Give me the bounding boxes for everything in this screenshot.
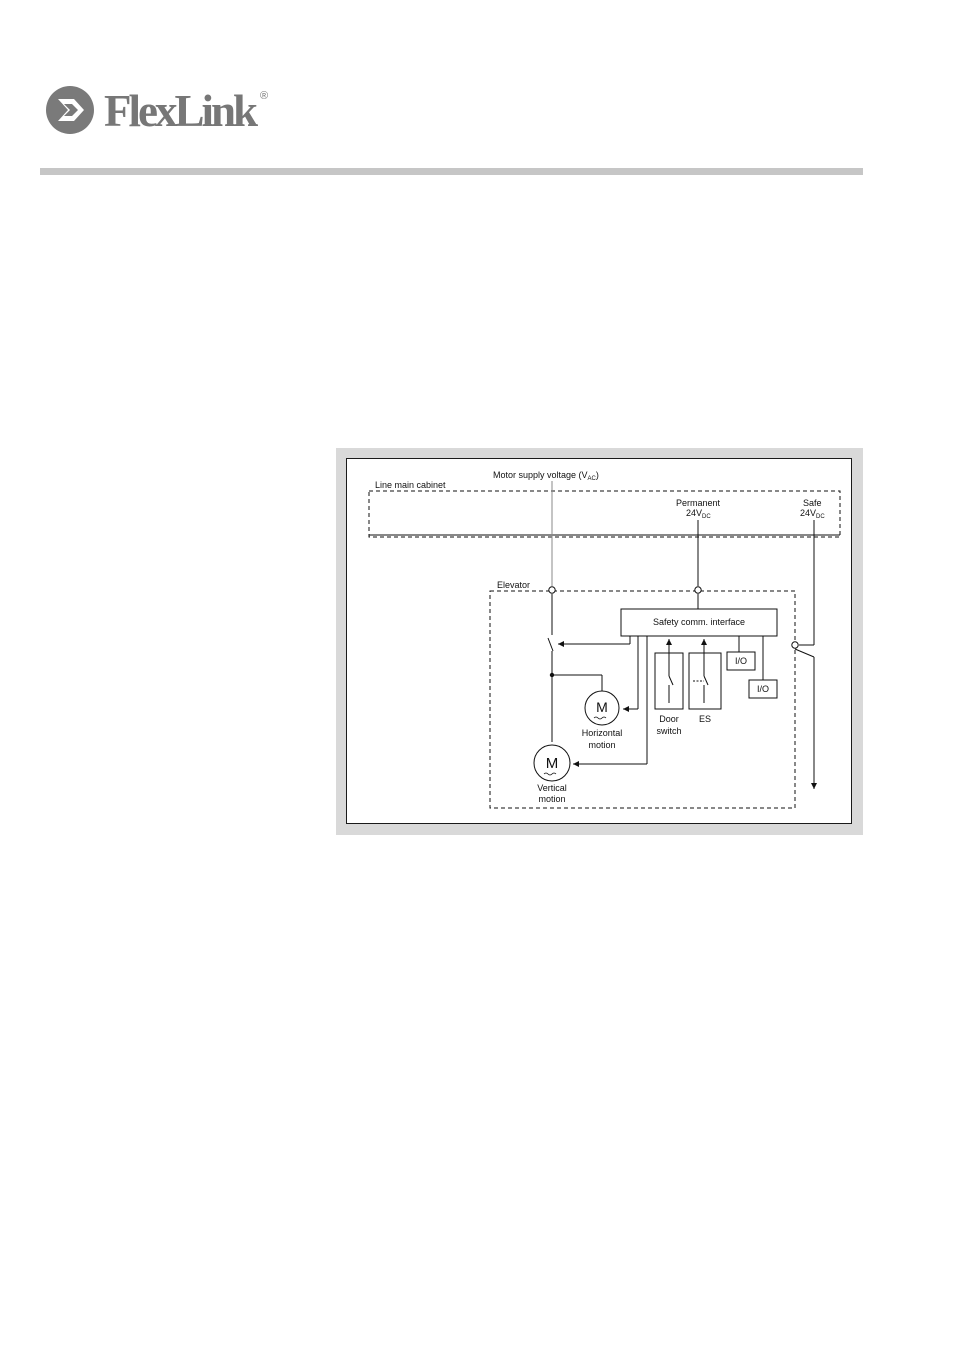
contactor-switch bbox=[547, 637, 554, 652]
horizontal-motion-label-1: Horizontal bbox=[582, 728, 623, 738]
header-rule bbox=[40, 168, 863, 175]
horizontal-motion-label-2: motion bbox=[588, 740, 615, 750]
vertical-motor-letter: M bbox=[546, 755, 559, 772]
safety-interface-label: Safety comm. interface bbox=[653, 617, 745, 627]
safe-label: Safe bbox=[803, 498, 822, 508]
flexlink-logo: FlexLink ® bbox=[44, 84, 284, 140]
motor-supply-connector bbox=[548, 586, 556, 594]
permanent-voltage: 24VDC bbox=[686, 508, 711, 520]
es-label: ES bbox=[699, 714, 711, 724]
safety-interface-box bbox=[620, 608, 778, 637]
horizontal-motor-symbol bbox=[584, 690, 620, 726]
motor-supply-label: Motor supply voltage (VAC) bbox=[493, 470, 599, 482]
io-2-box bbox=[748, 679, 778, 699]
vertical-motor-symbol bbox=[533, 744, 571, 782]
horizontal-motor-ac-icon bbox=[593, 716, 607, 720]
io-2-label: I/O bbox=[757, 684, 769, 694]
horizontal-motor-letter: M bbox=[596, 699, 608, 715]
vertical-motor-ac-icon bbox=[543, 772, 557, 776]
brand-name: FlexLink bbox=[104, 86, 258, 136]
es-contact bbox=[703, 675, 709, 686]
safe-voltage: 24VDC bbox=[800, 508, 825, 520]
elevator-safety-diagram: Line main cabinet Motor supply voltage (… bbox=[368, 470, 841, 809]
permanent-label: Permanent bbox=[676, 498, 721, 508]
permanent-connector bbox=[694, 586, 702, 594]
door-switch-contact bbox=[668, 675, 674, 686]
elevator-box bbox=[489, 590, 796, 809]
door-switch-label-1: Door bbox=[659, 714, 679, 724]
safe-connector bbox=[791, 641, 799, 649]
elevator-label: Elevator bbox=[497, 580, 530, 590]
door-switch-label-2: switch bbox=[656, 726, 681, 736]
vertical-motion-label-1: Vertical bbox=[537, 783, 567, 793]
vertical-motion-label-2: motion bbox=[538, 794, 565, 804]
flexlink-emblem-icon bbox=[46, 86, 94, 134]
safe-output-wire bbox=[794, 648, 815, 658]
registered-mark: ® bbox=[260, 90, 269, 102]
es-box bbox=[688, 652, 722, 710]
line-main-cabinet-box bbox=[368, 490, 841, 538]
figure-frame: Line main cabinet Motor supply voltage (… bbox=[336, 448, 863, 835]
figure-canvas: Line main cabinet Motor supply voltage (… bbox=[346, 458, 852, 824]
line-main-cabinet-label: Line main cabinet bbox=[375, 480, 446, 490]
io-1-label: I/O bbox=[735, 656, 747, 666]
io-1-box bbox=[726, 651, 756, 671]
